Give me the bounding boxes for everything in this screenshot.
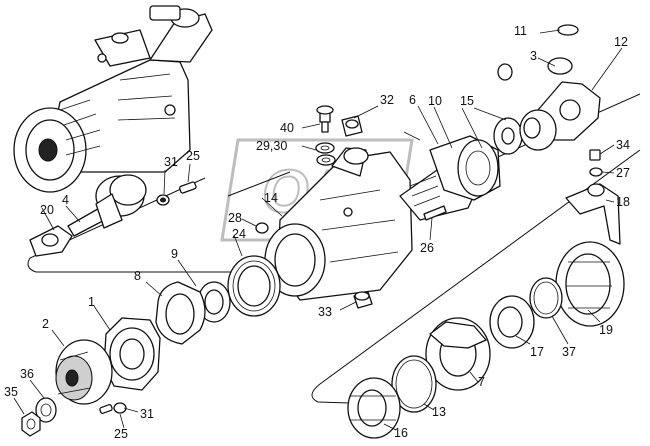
label-2: 2 [42,317,49,331]
label-6: 6 [409,93,416,107]
label-33: 33 [318,305,332,319]
part-28-pin [255,222,269,234]
label-29-30: 29,30 [256,139,287,153]
part-8-gasket [155,281,206,345]
part-33-plug [353,291,373,309]
part-34-bolt [589,149,601,161]
label-32: 32 [380,93,394,107]
label-31-bottom: 31 [140,407,154,421]
label-18: 18 [616,195,630,209]
label-14: 14 [264,191,278,205]
label-8: 8 [134,269,141,283]
part-37-ring [529,277,563,319]
part-19-sleeve [555,241,625,327]
part-31-nut-top [156,194,170,206]
part-3-pinion-gear [519,57,573,151]
label-25-top: 25 [186,149,200,163]
label-27: 27 [616,166,630,180]
part-15-washer [493,117,523,155]
label-28: 28 [228,211,242,225]
label-31-top: 31 [164,155,178,169]
part-2-flange [55,339,113,405]
label-37: 37 [562,345,576,359]
part-35-nut [21,411,41,437]
label-7: 7 [478,375,485,389]
part-7-hub [425,317,491,391]
label-25-bottom: 25 [114,427,128,441]
part-25-bolt-bottom [99,404,113,414]
label-1: 1 [88,295,95,309]
part-26-bolt [423,205,447,221]
label-26: 26 [420,241,434,255]
label-40: 40 [280,121,294,135]
label-34: 34 [616,138,630,152]
assembled-transfer-unit [13,5,213,193]
leader-lines [13,29,623,431]
part-4-shaft [67,174,147,237]
label-4: 4 [62,193,69,207]
part-1-cover [103,317,161,391]
part-16-gear [347,377,401,439]
part-18-fork [565,183,621,245]
part-20-gasket [29,225,73,257]
part-17-gear [489,295,535,349]
label-17: 17 [530,345,544,359]
label-11: 11 [514,24,527,38]
label-10: 10 [428,94,442,108]
part-40-breather [316,105,334,133]
label-19: 19 [599,323,613,337]
part-27-washer [589,167,603,177]
label-3: 3 [530,49,537,63]
part-6-shaft-gear [399,135,501,221]
part-labels: 11 3 12 6 10 15 32 40 29,30 34 27 18 14 … [4,24,630,441]
part-14-housing [264,147,413,301]
part-25-bolt-top [179,181,197,194]
label-36: 36 [20,367,34,381]
label-16: 16 [394,426,408,440]
label-9: 9 [171,247,178,261]
part-32-plug [341,115,363,137]
label-15: 15 [460,94,474,108]
part-36-washer [35,397,57,423]
label-35: 35 [4,385,18,399]
part-24-bearing [227,255,281,317]
part-31-nut-bottom [113,402,127,414]
label-13: 13 [432,405,446,419]
part-29-30-washers [315,142,336,166]
part-13-ring [391,355,437,413]
label-20: 20 [40,203,54,217]
label-12: 12 [614,35,628,49]
label-24: 24 [232,227,246,241]
